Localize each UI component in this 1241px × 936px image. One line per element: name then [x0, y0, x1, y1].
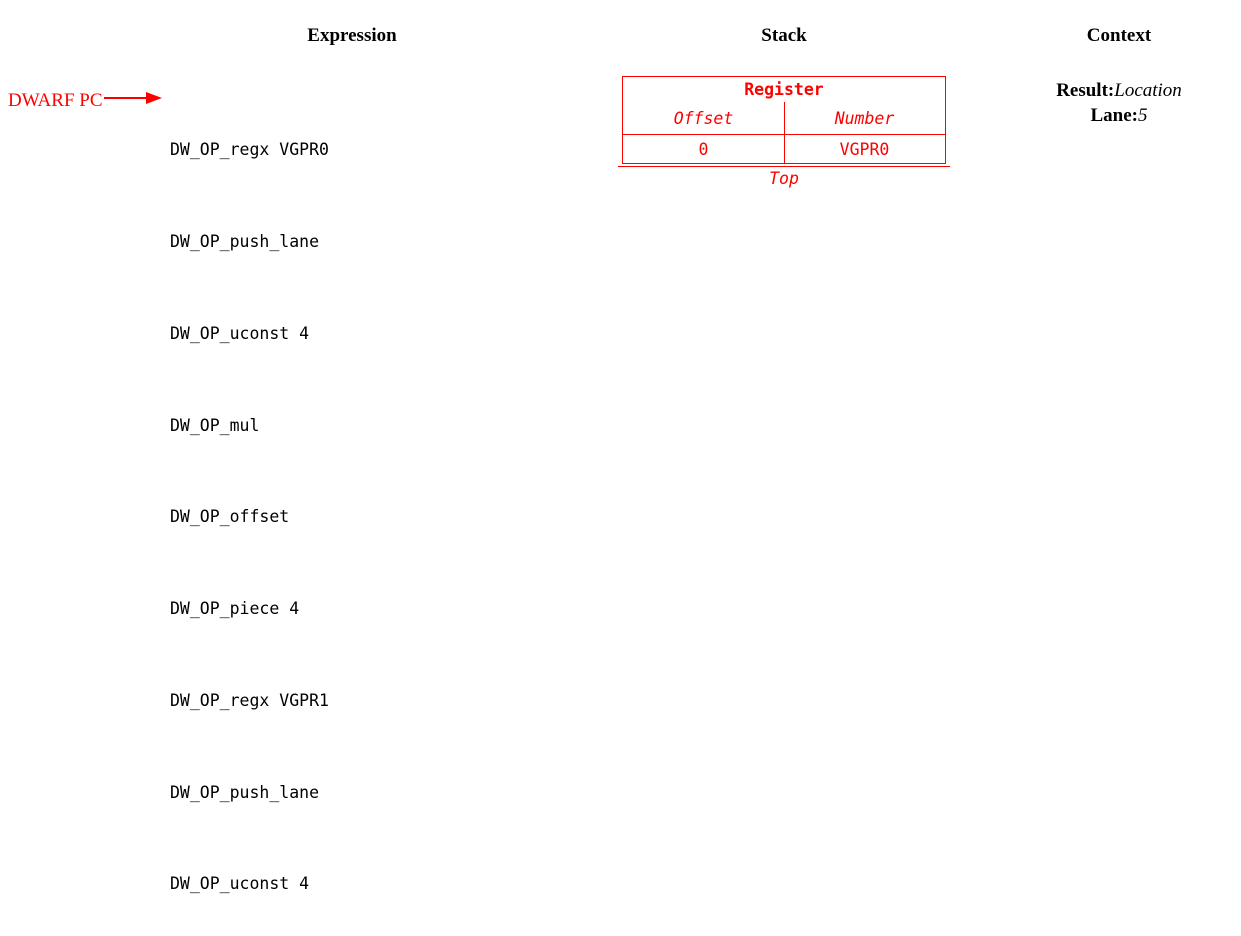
stack-value-number: VGPR0 — [839, 139, 890, 159]
stack-column-header-offset: Offset — [673, 108, 734, 128]
expression-listing: DW_OP_regx VGPR0 DW_OP_push_lane DW_OP_u… — [170, 74, 329, 936]
stack-column-divider — [784, 102, 785, 163]
stack-column-header-number: Number — [834, 108, 895, 128]
context-panel: Result:Location Lane:5 — [1056, 78, 1182, 128]
column-heading-expression: Expression — [307, 25, 397, 46]
context-key-result: Result: — [1056, 80, 1115, 101]
expression-line: DW_OP_regx VGPR1 — [170, 690, 329, 710]
context-key-lane: Lane: — [1090, 105, 1139, 126]
expression-line: DW_OP_mul — [170, 415, 260, 435]
stack-entry-register: Register Offset Number 0 VGPR0 — [622, 76, 946, 164]
expression-line: DW_OP_regx VGPR0 — [170, 140, 329, 160]
expression-line: DW_OP_uconst 4 — [170, 323, 310, 343]
expression-line: DW_OP_piece 4 — [170, 599, 300, 619]
context-row-result: Result:Location — [1056, 78, 1182, 103]
column-heading-stack: Stack — [761, 25, 807, 46]
context-value-lane: 5 — [1138, 105, 1148, 126]
stack-diagram: Register Offset Number 0 VGPR0 Top — [618, 76, 950, 190]
stack-entry-column-headers: Offset Number — [623, 102, 945, 134]
expression-line: DW_OP_push_lane — [170, 782, 320, 802]
context-row-lane: Lane:5 — [1056, 103, 1182, 128]
dwarf-pc-pointer: DWARF PC — [8, 87, 164, 113]
stack-entry-title: Register — [744, 80, 824, 99]
context-value-result: Location — [1114, 80, 1182, 101]
column-heading-context: Context — [1086, 25, 1152, 46]
expression-line: DW_OP_offset — [170, 507, 290, 527]
dwarf-pc-label: DWARF PC — [8, 89, 103, 111]
expression-line: DW_OP_uconst 4 — [170, 874, 310, 894]
stack-value-offset: 0 — [698, 139, 709, 159]
stack-top-rule — [618, 166, 950, 167]
arrow-right-icon — [103, 90, 164, 111]
expression-line: DW_OP_push_lane — [170, 231, 320, 251]
stack-top-label: Top — [769, 169, 799, 188]
